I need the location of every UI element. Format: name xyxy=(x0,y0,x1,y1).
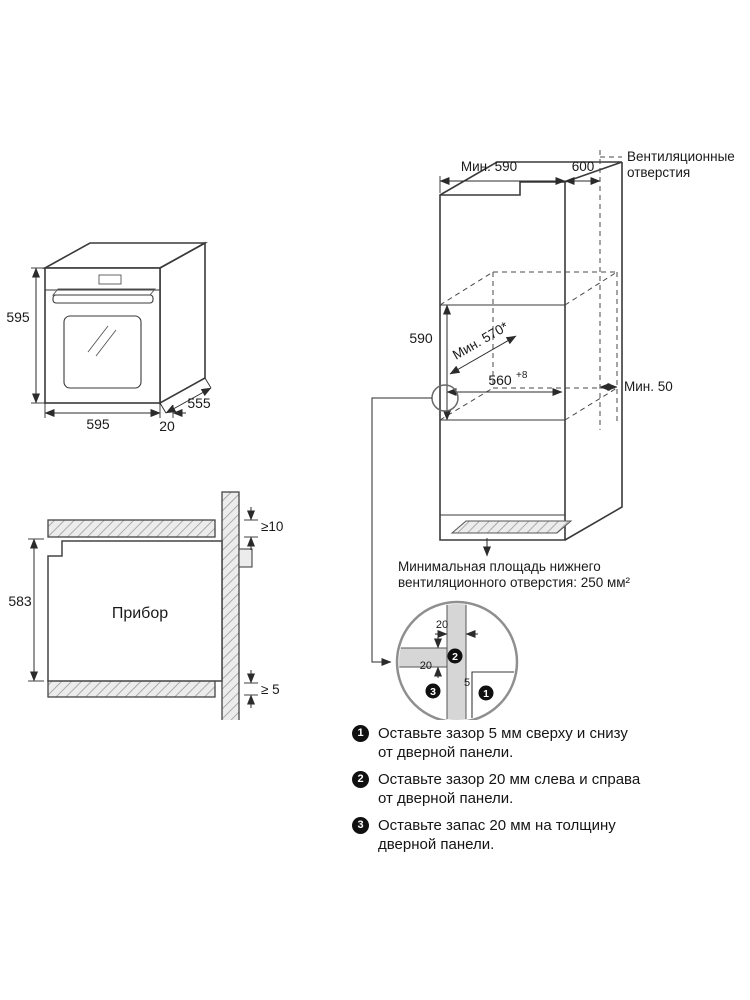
note-line: дверной панели. xyxy=(378,836,495,853)
oven-height-label: 595 xyxy=(6,309,30,325)
cabinet-width-label: Мин. 590 xyxy=(461,159,517,174)
oven-display xyxy=(98,274,122,285)
appliance-outline xyxy=(47,540,223,682)
ext-line xyxy=(159,402,167,414)
bottom-gap-label: ≥ 5 xyxy=(261,682,280,697)
note-3-badge: 3 xyxy=(352,817,369,834)
detail-dim-left-label: 20 xyxy=(420,660,432,672)
note-1-badge: 1 xyxy=(352,725,369,742)
niche-width-label: 560 xyxy=(488,372,512,388)
detail-dim-top-label: 20 xyxy=(436,619,448,631)
oven-front-face xyxy=(44,267,161,404)
detail-badge-2 xyxy=(447,648,463,664)
detail-badge-2-number: 2 xyxy=(452,651,458,663)
appliance-label: Прибор xyxy=(112,605,168,622)
note-1-text: Оставьте зазор 5 мм сверху и снизу от дв… xyxy=(378,724,628,762)
oven-handle xyxy=(52,294,154,304)
niche-width-tolerance: +8 xyxy=(516,370,528,381)
ext-line xyxy=(204,377,212,389)
note-line: от дверной панели. xyxy=(378,790,514,807)
note-2-text: Оставьте зазор 20 мм слева и справа от д… xyxy=(378,770,640,808)
bottom-panel xyxy=(47,679,216,698)
note-item-1: 1 Оставьте зазор 5 мм сверху и снизу от … xyxy=(352,724,712,762)
oven-glass-reflection-2 xyxy=(95,329,117,357)
vent-area-note-line2: вентиляционного отверстия: 250 мм² xyxy=(398,575,631,590)
note-line: Оставьте запас 20 мм на толщину xyxy=(378,817,616,834)
vent-area-note-line1: Минимальная площадь нижнего xyxy=(398,559,601,574)
oven-door-gap-label: 20 xyxy=(159,418,175,434)
oven-side-face xyxy=(159,241,206,405)
installation-notes: 1 Оставьте зазор 5 мм сверху и снизу от … xyxy=(352,724,712,854)
section-drawing: Прибор 583 ≥10 ≥ 5 xyxy=(8,491,283,720)
note-line: Оставьте зазор 20 мм слева и справа xyxy=(378,771,641,788)
cabinet-depth-label: 600 xyxy=(572,159,595,174)
oven-glass-reflection-1 xyxy=(87,325,109,353)
rear-gap-label: Мин. 50 xyxy=(624,379,673,394)
niche-depth-dim xyxy=(449,335,517,375)
section-height-label: 583 xyxy=(8,593,32,609)
vent-label-line1: Вентиляционные xyxy=(627,149,735,164)
detail-badge-3-number: 3 xyxy=(430,686,436,698)
detail-pointer-line xyxy=(371,397,432,666)
note-item-2: 2 Оставьте зазор 20 мм слева и справа от… xyxy=(352,770,712,808)
note-line: Оставьте зазор 5 мм сверху и снизу xyxy=(378,725,628,742)
note-2-badge: 2 xyxy=(352,771,369,788)
niche-hidden-edge xyxy=(564,387,618,421)
cabinet-drawing: Мин. 590 600 Вентиляционные отверстия 59… xyxy=(371,149,735,666)
niche-hidden-edge xyxy=(564,271,618,306)
detail-dim-small-label: 5 xyxy=(464,677,470,689)
top-panel xyxy=(47,519,216,538)
detail-badge-3 xyxy=(425,683,441,699)
niche-hidden-edge xyxy=(439,271,494,306)
mounting-bracket xyxy=(238,548,253,568)
detail-badge-1-number: 1 xyxy=(483,688,489,700)
cabinet-side-face xyxy=(564,162,623,541)
vent-label-line2: отверстия xyxy=(627,165,690,180)
niche-height-label: 590 xyxy=(409,330,433,346)
oven-drawing: 595 595 20 555 xyxy=(6,241,212,434)
note-item-3: 3 Оставьте запас 20 мм на толщину дверно… xyxy=(352,816,712,854)
oven-width-label: 595 xyxy=(86,416,110,432)
detail-door-panel xyxy=(399,647,448,668)
note-3-text: Оставьте запас 20 мм на толщину дверной … xyxy=(378,816,616,854)
oven-depth-label: 555 xyxy=(187,395,211,411)
top-gap-label: ≥10 xyxy=(261,519,283,534)
bottom-vent-strip xyxy=(450,520,573,534)
detail-badge-1 xyxy=(478,685,494,701)
detail-appliance-edge xyxy=(471,671,515,720)
oven-door-window xyxy=(63,315,142,389)
detail-view: 20 20 5 2 3 1 xyxy=(395,600,519,720)
note-line: от дверной панели. xyxy=(378,744,514,761)
door-panel xyxy=(221,491,240,720)
diagram-canvas: 595 595 20 555 xyxy=(6,149,735,720)
oven-depth-dim xyxy=(165,387,212,414)
